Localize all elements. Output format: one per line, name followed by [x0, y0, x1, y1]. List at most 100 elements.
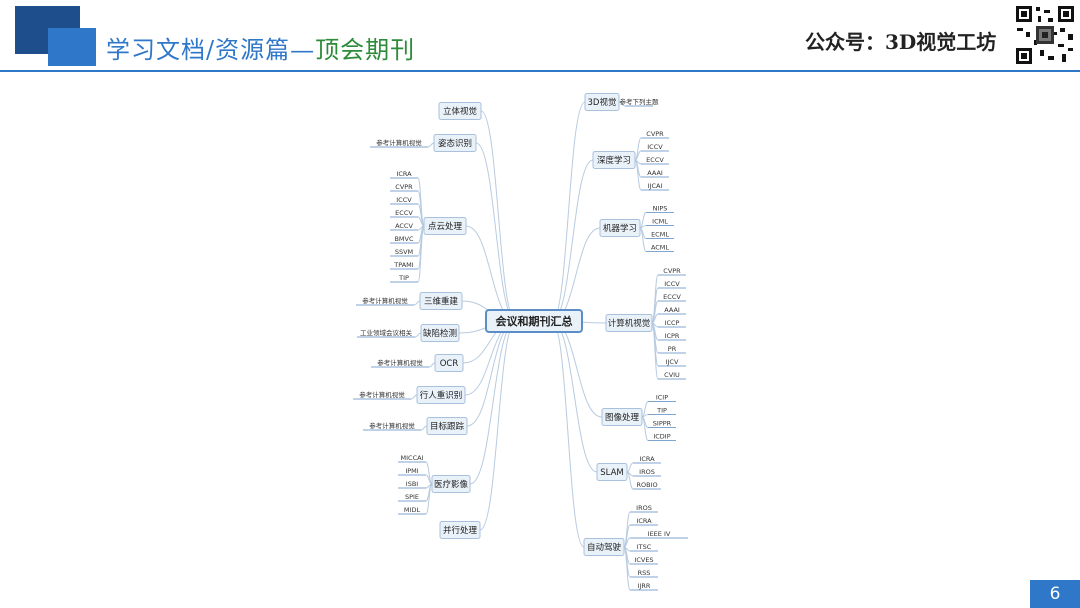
leaf-label-right-4-1: TIP [656, 407, 667, 415]
branch-label-right-3: 计算机视觉 [608, 318, 651, 329]
mindmap-edge-right-4 [551, 320, 603, 418]
leaf-label-right-3-8: CVIU [664, 371, 680, 379]
header-decor-square-light [48, 28, 96, 66]
leaf-edge-left-1-0 [427, 142, 435, 148]
leaf-edge-right-5-2 [626, 471, 634, 490]
leaf-label-left-2-5: BMVC [394, 235, 414, 243]
leaf-label-right-6-4: ICVES [634, 556, 653, 564]
branch-label-left-4: 缺陷检测 [423, 328, 457, 339]
leaf-label-right-1-3: AAAI [647, 169, 663, 177]
branch-label-right-6: 自动驾驶 [587, 542, 622, 553]
mindmap-edge-right-0 [551, 101, 586, 322]
branch-label-left-7: 目标跟踪 [430, 421, 465, 432]
leaf-label-left-2-3: ECCV [395, 209, 413, 217]
leaf-edge-left-8-4 [425, 483, 433, 515]
leaf-label-right-5-2: ROBIO [636, 481, 657, 489]
branch-label-left-5: OCR [440, 359, 459, 369]
slide-title: 学习文档/资源篇—顶会期刊 [106, 30, 415, 65]
branch-label-right-4: 图像处理 [605, 412, 640, 423]
leaf-label-right-2-3: ACML [651, 244, 669, 252]
branch-box-left-1 [433, 134, 477, 152]
leaf-label-right-3-1: ICCV [664, 280, 680, 288]
leaf-label-left-4-0: 工业领域会议相关 [360, 328, 413, 337]
leaf-edge-left-7-0 [420, 425, 428, 431]
branch-box-right-4 [601, 408, 643, 426]
mindmap-edge-right-2 [551, 227, 601, 322]
branch-box-left-5 [434, 354, 464, 372]
leaf-label-right-4-0: ICIP [656, 394, 668, 402]
leaf-label-left-2-1: CVPR [395, 183, 413, 191]
leaf-label-right-3-0: CVPR [663, 267, 681, 275]
leaf-label-right-3-3: AAAI [664, 306, 680, 314]
leaf-edge-left-4-0 [414, 332, 422, 338]
branch-label-left-0: 立体视觉 [443, 106, 478, 117]
leaf-label-right-3-5: ICPR [665, 332, 680, 340]
branch-box-right-6 [583, 538, 625, 556]
leaf-edge-right-1-4 [634, 159, 642, 191]
leaf-label-right-1-1: ICCV [647, 143, 663, 151]
branch-label-right-1: 深度学习 [597, 155, 631, 166]
leaf-label-right-2-1: ICML [652, 218, 668, 226]
branch-box-left-6 [416, 386, 466, 404]
leaf-edge-right-0-0 [618, 101, 626, 107]
branch-box-right-2 [599, 219, 641, 237]
leaf-label-left-2-4: ACCV [395, 222, 413, 230]
leaf-edge-left-2-0 [417, 177, 425, 227]
branch-label-left-3: 三维重建 [424, 296, 459, 307]
slide-title-main: 学习文档/资源篇— [106, 36, 316, 64]
leaf-label-right-1-2: ECCV [646, 156, 664, 164]
leaf-label-right-3-2: ECCV [663, 293, 681, 301]
qr-code-icon [1014, 4, 1076, 66]
leaf-edge-left-3-0 [413, 300, 421, 306]
branch-label-left-1: 姿态识别 [438, 138, 472, 149]
branch-box-right-1 [592, 151, 636, 169]
leaf-label-right-1-0: CVPR [646, 130, 664, 138]
mindmap-center-label: 会议和期刊汇总 [496, 314, 573, 328]
mindmap-edge-left-0 [480, 110, 517, 322]
leaf-edge-right-2-3 [639, 227, 647, 252]
branch-box-left-7 [426, 417, 468, 435]
leaf-label-left-1-0: 参考计算机视觉 [376, 138, 422, 147]
mindmap-edge-left-1 [475, 142, 517, 322]
branch-label-left-6: 行人重识别 [420, 390, 463, 401]
leaf-label-left-8-1: IPMI [405, 467, 418, 475]
leaf-label-left-8-2: ISBI [406, 480, 419, 488]
mindmap-edge-right-5 [551, 320, 598, 473]
mindmap-center-box [485, 309, 583, 333]
branch-box-left-4 [420, 324, 460, 342]
leaf-label-right-0-0: 参考下列主题 [620, 97, 660, 106]
leaf-label-left-2-6: SSVM [395, 248, 413, 256]
leaf-label-right-5-1: IROS [639, 468, 655, 476]
branch-label-left-2: 点云处理 [428, 221, 463, 232]
leaf-label-right-3-7: IJCV [666, 358, 679, 366]
mindmap-edges [410, 101, 659, 591]
leaf-label-left-2-2: ICCV [396, 196, 412, 204]
leaf-label-right-5-0: ICRA [639, 455, 655, 463]
branch-box-right-0 [584, 93, 620, 111]
leaf-edge-left-6-0 [410, 394, 418, 400]
leaf-label-right-6-1: ICRA [636, 517, 652, 525]
branch-box-left-8 [431, 475, 471, 493]
leaf-label-right-6-3: ITSC [637, 543, 652, 551]
leaf-label-left-3-0: 参考计算机视觉 [362, 296, 408, 305]
leaf-edge-right-4-3 [641, 416, 649, 441]
branch-box-right-5 [596, 463, 628, 481]
leaf-label-left-2-8: TIP [398, 274, 409, 282]
leaf-label-right-3-6: PR [668, 345, 677, 353]
leaf-label-left-8-3: SPIE [405, 493, 419, 501]
leaf-label-left-5-0: 参考计算机视觉 [377, 358, 423, 367]
leaf-label-right-3-4: ICCP [665, 319, 680, 327]
leaf-label-left-2-0: ICRA [396, 170, 412, 178]
leaf-edge-right-3-8 [651, 322, 659, 380]
branch-box-left-2 [423, 217, 467, 235]
branch-label-right-0: 3D视觉 [588, 97, 617, 108]
branch-label-right-2: 机器学习 [603, 223, 637, 234]
leaf-label-left-2-7: TPAMI [393, 261, 414, 269]
branch-label-left-8: 医疗影像 [434, 479, 469, 490]
page-number: 6 [1030, 580, 1080, 608]
leaf-label-right-6-5: RSS [638, 569, 651, 577]
leaf-label-right-4-3: ICDIP [653, 433, 670, 441]
leaf-edge-left-2-8 [417, 225, 425, 283]
branch-label-left-9: 并行处理 [443, 525, 478, 536]
branch-label-right-5: SLAM [600, 468, 623, 478]
